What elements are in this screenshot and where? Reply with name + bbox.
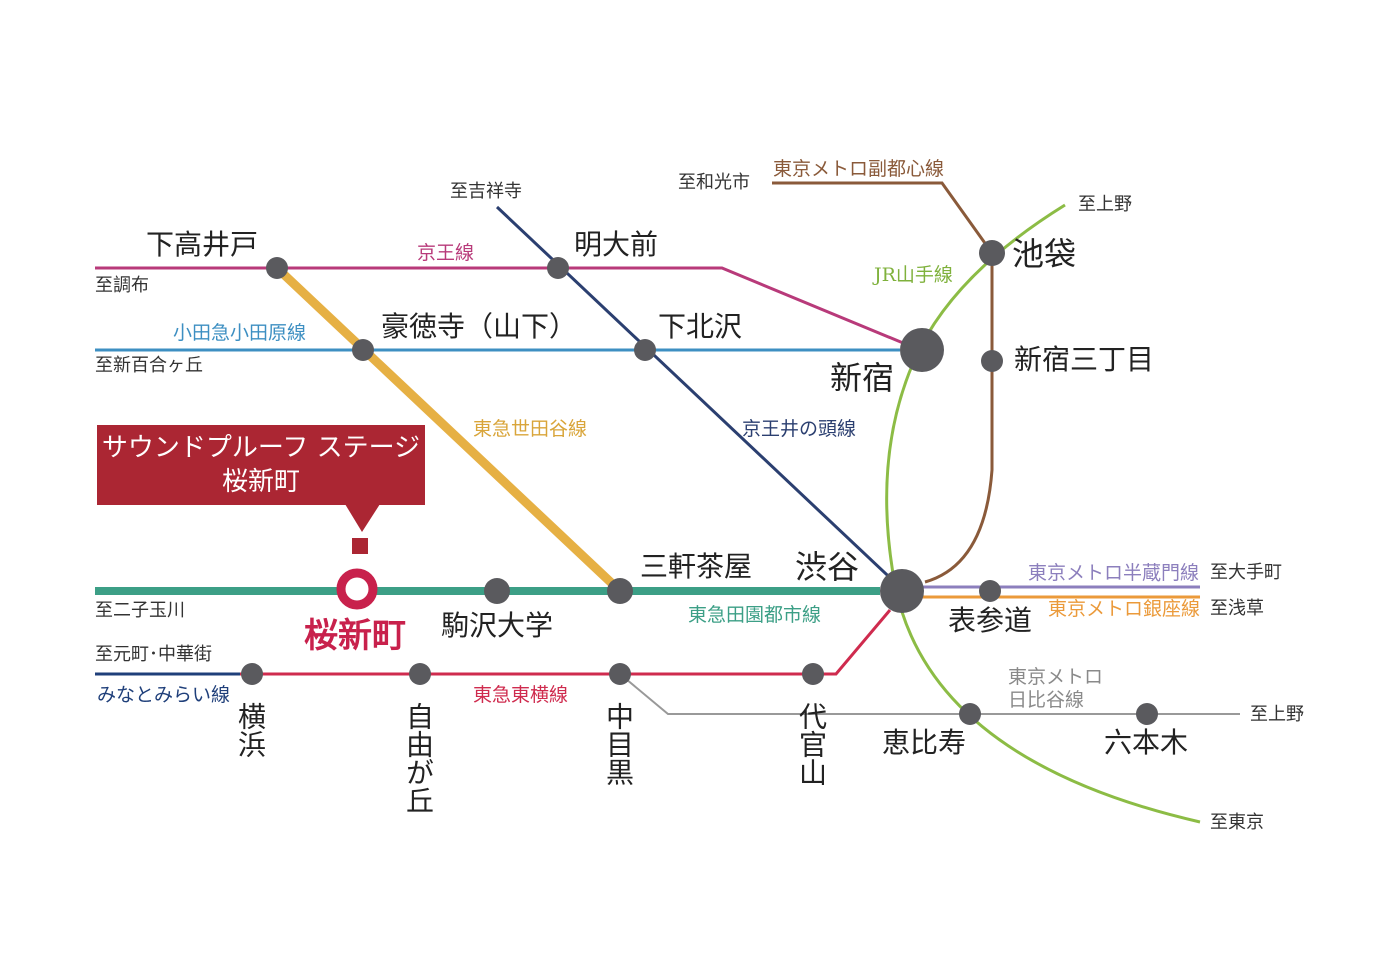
line-label-ginza: 東京メトロ銀座線 bbox=[1048, 598, 1201, 620]
direction-kichijoji: 至吉祥寺 bbox=[450, 181, 522, 202]
station-label-gotokuji: 豪徳寺（山下） bbox=[381, 310, 578, 343]
station-label-meidaimae: 明大前 bbox=[574, 228, 659, 261]
station-label-shimotakaido: 下高井戸 bbox=[146, 228, 259, 261]
setagaya-line bbox=[273, 264, 624, 595]
line-label-setagaya: 東急世田谷線 bbox=[473, 418, 588, 440]
station-dot-sangenjaya[interactable] bbox=[607, 578, 633, 604]
station-dot-meidaimae[interactable] bbox=[547, 257, 569, 279]
station-label-yokohama: 横浜 bbox=[234, 702, 267, 758]
keio-line bbox=[95, 266, 921, 352]
property-callout: サウンドプルーフ ステージ 桜新町 bbox=[97, 425, 425, 505]
station-dot-ebisu[interactable] bbox=[959, 703, 981, 725]
station-label-nakameguro: 中目黒 bbox=[602, 702, 635, 786]
station-label-shinjuku-sanchome: 新宿三丁目 bbox=[1014, 343, 1155, 376]
station-label-ebisu: 恵比寿 bbox=[882, 726, 967, 759]
station-dot-roppongi[interactable] bbox=[1136, 703, 1158, 725]
toyoko-line bbox=[240, 609, 892, 676]
yamanote-line bbox=[885, 203, 1201, 824]
direction-ueno-right: 至上野 bbox=[1250, 704, 1304, 725]
fukutoshin-line bbox=[772, 181, 994, 584]
station-marker-sakurashinmachi[interactable] bbox=[336, 568, 378, 610]
station-label-jiyugaoka: 自由が丘 bbox=[402, 702, 435, 814]
station-dot-shibuya[interactable] bbox=[880, 569, 924, 613]
station-dot-jiyugaoka[interactable] bbox=[409, 663, 431, 685]
line-label-minatomirai: みなとみらい線 bbox=[97, 684, 231, 706]
station-dot-shinjuku[interactable] bbox=[900, 328, 944, 372]
station-dot-shimotakaido[interactable] bbox=[266, 257, 288, 279]
station-dot-daikanyama[interactable] bbox=[802, 663, 824, 685]
callout-property-name: サウンドプルーフ ステージ bbox=[101, 433, 421, 463]
line-label-inokashira: 京王井の頭線 bbox=[742, 418, 857, 440]
station-label-sangenjaya: 三軒茶屋 bbox=[640, 550, 753, 583]
line-label-hibiya-2: 日比谷線 bbox=[1008, 689, 1085, 711]
station-label-daikanyama: 代官山 bbox=[795, 702, 828, 786]
station-label-omotesando: 表参道 bbox=[948, 604, 1033, 637]
station-dot-nakameguro[interactable] bbox=[609, 663, 631, 685]
station-dot-shinjuku-sanchome[interactable] bbox=[981, 350, 1003, 372]
station-dot-komazawa[interactable] bbox=[484, 578, 510, 604]
line-label-denentoshi: 東急田園都市線 bbox=[688, 604, 822, 626]
station-dot-yokohama[interactable] bbox=[241, 663, 263, 685]
direction-wakoshi: 至和光市 bbox=[678, 172, 750, 193]
station-label-ikebukuro: 池袋 bbox=[1012, 235, 1077, 273]
station-label-roppongi: 六本木 bbox=[1104, 726, 1189, 759]
line-label-hibiya-1: 東京メトロ bbox=[1008, 666, 1104, 688]
station-dot-omotesando[interactable] bbox=[979, 580, 1001, 602]
line-label-keio: 京王線 bbox=[417, 242, 475, 264]
line-label-fukutoshin: 東京メトロ副都心線 bbox=[773, 158, 945, 180]
line-label-odakyu: 小田急小田原線 bbox=[173, 322, 307, 344]
direction-tokyo: 至東京 bbox=[1210, 812, 1264, 833]
station-dot-ikebukuro[interactable] bbox=[979, 240, 1005, 266]
direction-chofu: 至調布 bbox=[95, 275, 149, 296]
direction-ueno-top: 至上野 bbox=[1078, 194, 1132, 215]
station-label-komazawa: 駒沢大学 bbox=[441, 609, 554, 642]
line-label-yamanote: JR山手線 bbox=[874, 264, 953, 286]
callout-station-name: 桜新町 bbox=[221, 467, 300, 497]
direction-otemachi: 至大手町 bbox=[1210, 562, 1282, 583]
callout-pointer-square bbox=[352, 538, 368, 554]
station-label-sakurashinmachi: 桜新町 bbox=[304, 616, 406, 656]
station-dot-shimokitazawa[interactable] bbox=[634, 339, 656, 361]
callout-pointer bbox=[345, 504, 380, 532]
station-dot-gotokuji[interactable] bbox=[352, 339, 374, 361]
direction-shinyurigaoka: 至新百合ヶ丘 bbox=[95, 355, 203, 376]
hibiya-line bbox=[619, 673, 1240, 715]
direction-futakotamagawa: 至二子玉川 bbox=[95, 600, 185, 621]
station-label-shibuya: 渋谷 bbox=[795, 548, 860, 586]
direction-motomachi: 至元町･中華街 bbox=[95, 644, 212, 665]
line-label-hanzomon: 東京メトロ半蔵門線 bbox=[1028, 562, 1200, 584]
station-label-shimokitazawa: 下北沢 bbox=[658, 310, 743, 343]
station-label-shinjuku: 新宿 bbox=[830, 359, 895, 397]
line-label-toyoko: 東急東横線 bbox=[473, 684, 569, 706]
direction-asakusa: 至浅草 bbox=[1210, 598, 1264, 619]
